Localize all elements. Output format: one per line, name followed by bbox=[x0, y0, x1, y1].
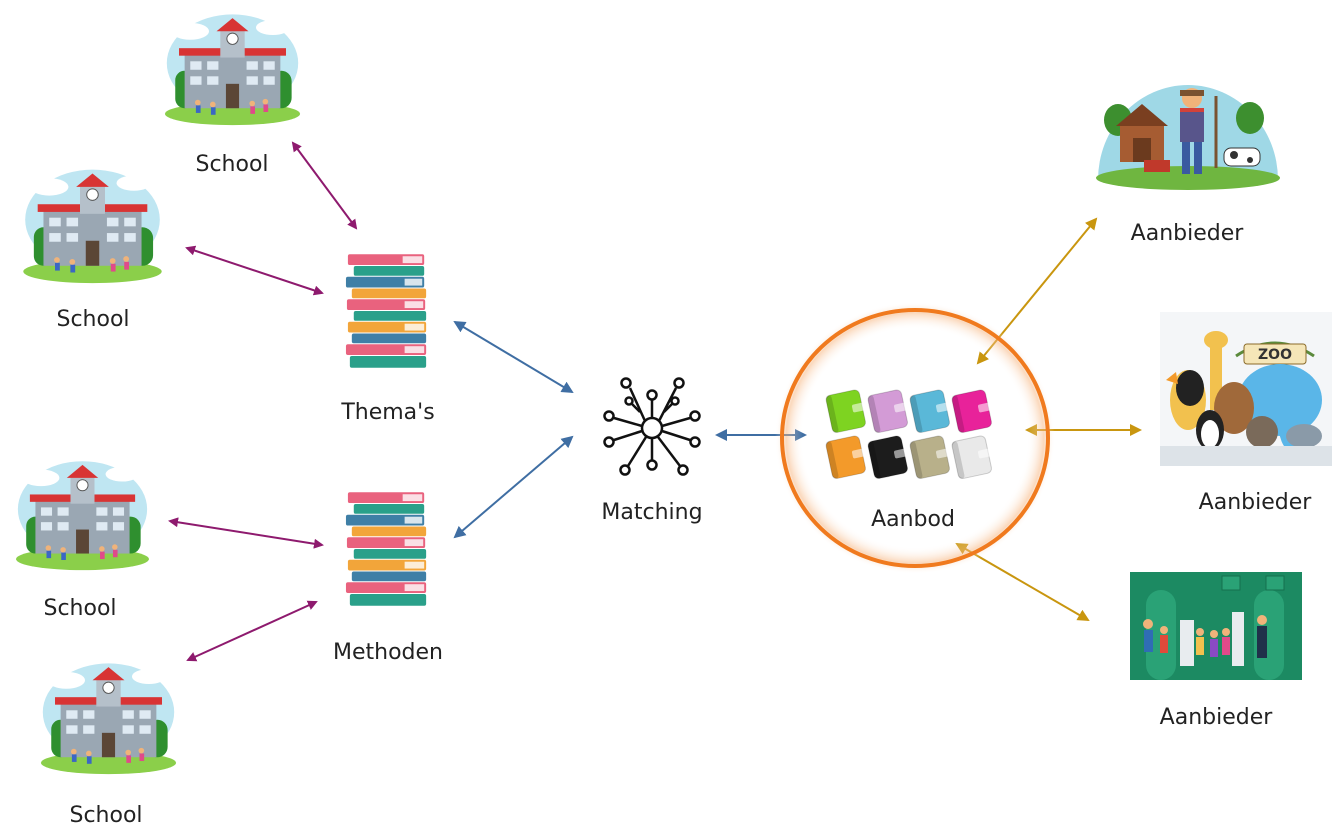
methoden-books-icon bbox=[345, 492, 427, 606]
folder-icon-2 bbox=[867, 389, 908, 433]
folder-icon-8 bbox=[951, 435, 992, 479]
school-3-image bbox=[15, 460, 150, 571]
folder-icon-1 bbox=[825, 389, 866, 433]
school-3-to-methoden-arrow bbox=[168, 517, 324, 549]
zoo-sign-text: ZOO bbox=[1258, 347, 1292, 363]
school-1-to-themas-arrow bbox=[291, 141, 358, 230]
aanbieder-zoo-image: ZOO bbox=[1160, 312, 1332, 466]
school-4-to-methoden-arrow bbox=[186, 600, 318, 662]
aanbod-label: Aanbod bbox=[871, 507, 955, 532]
aanbod-highlight-ring bbox=[780, 308, 1050, 568]
aanbod-glow bbox=[775, 302, 1055, 574]
folder-icon-4 bbox=[951, 389, 992, 433]
aanbieder-farm-label: Aanbieder bbox=[1130, 221, 1244, 246]
matching-network-icon bbox=[603, 377, 701, 476]
folder-icon-5 bbox=[825, 435, 866, 479]
school-4-label: School bbox=[69, 803, 143, 828]
matching-label: Matching bbox=[601, 500, 703, 525]
themas-label: Thema's bbox=[341, 400, 435, 425]
school-1-label: School bbox=[195, 152, 269, 177]
museum-visitors bbox=[1143, 615, 1267, 658]
folder-icon-6 bbox=[867, 435, 908, 479]
school-2-image bbox=[22, 169, 163, 284]
school-3-label: School bbox=[43, 596, 117, 621]
themas-books-icon bbox=[345, 254, 427, 368]
school-2-to-themas-arrow bbox=[185, 245, 324, 296]
aanbieder-zoo-label: Aanbieder bbox=[1198, 490, 1312, 515]
methoden-label: Methoden bbox=[333, 640, 443, 665]
folder-icon-3 bbox=[909, 389, 950, 433]
school-4-image bbox=[40, 662, 177, 775]
folder-icon-7 bbox=[909, 435, 950, 479]
aanbieder-museum-image bbox=[1130, 572, 1302, 680]
connections bbox=[168, 141, 1142, 662]
methoden-to-matching-arrow bbox=[453, 435, 574, 539]
aanbod-folders bbox=[825, 389, 992, 479]
aanbieder-museum-label: Aanbieder bbox=[1159, 705, 1273, 730]
school-2-label: School bbox=[56, 307, 130, 332]
aanbieder-farm-image bbox=[1096, 85, 1280, 190]
themas-to-matching-arrow bbox=[453, 320, 574, 394]
school-1-image bbox=[164, 13, 301, 126]
